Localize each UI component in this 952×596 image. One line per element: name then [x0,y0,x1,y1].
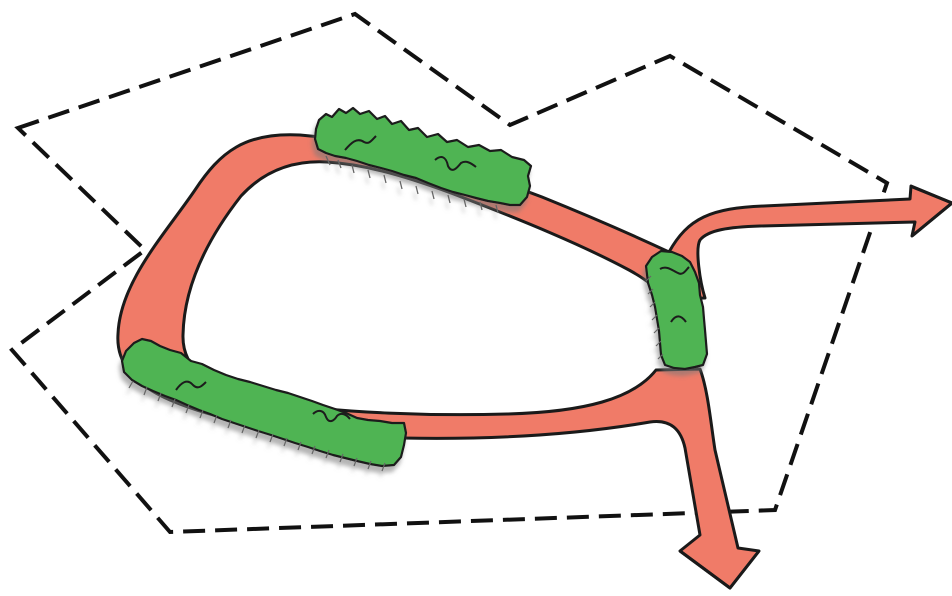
boundary-polygon [9,11,890,535]
top-patch [313,106,533,214]
bottom-left-patch [120,337,408,472]
right-patch [644,249,709,371]
south-exit-arrow [679,549,761,590]
east-exit-arrow [909,184,952,238]
